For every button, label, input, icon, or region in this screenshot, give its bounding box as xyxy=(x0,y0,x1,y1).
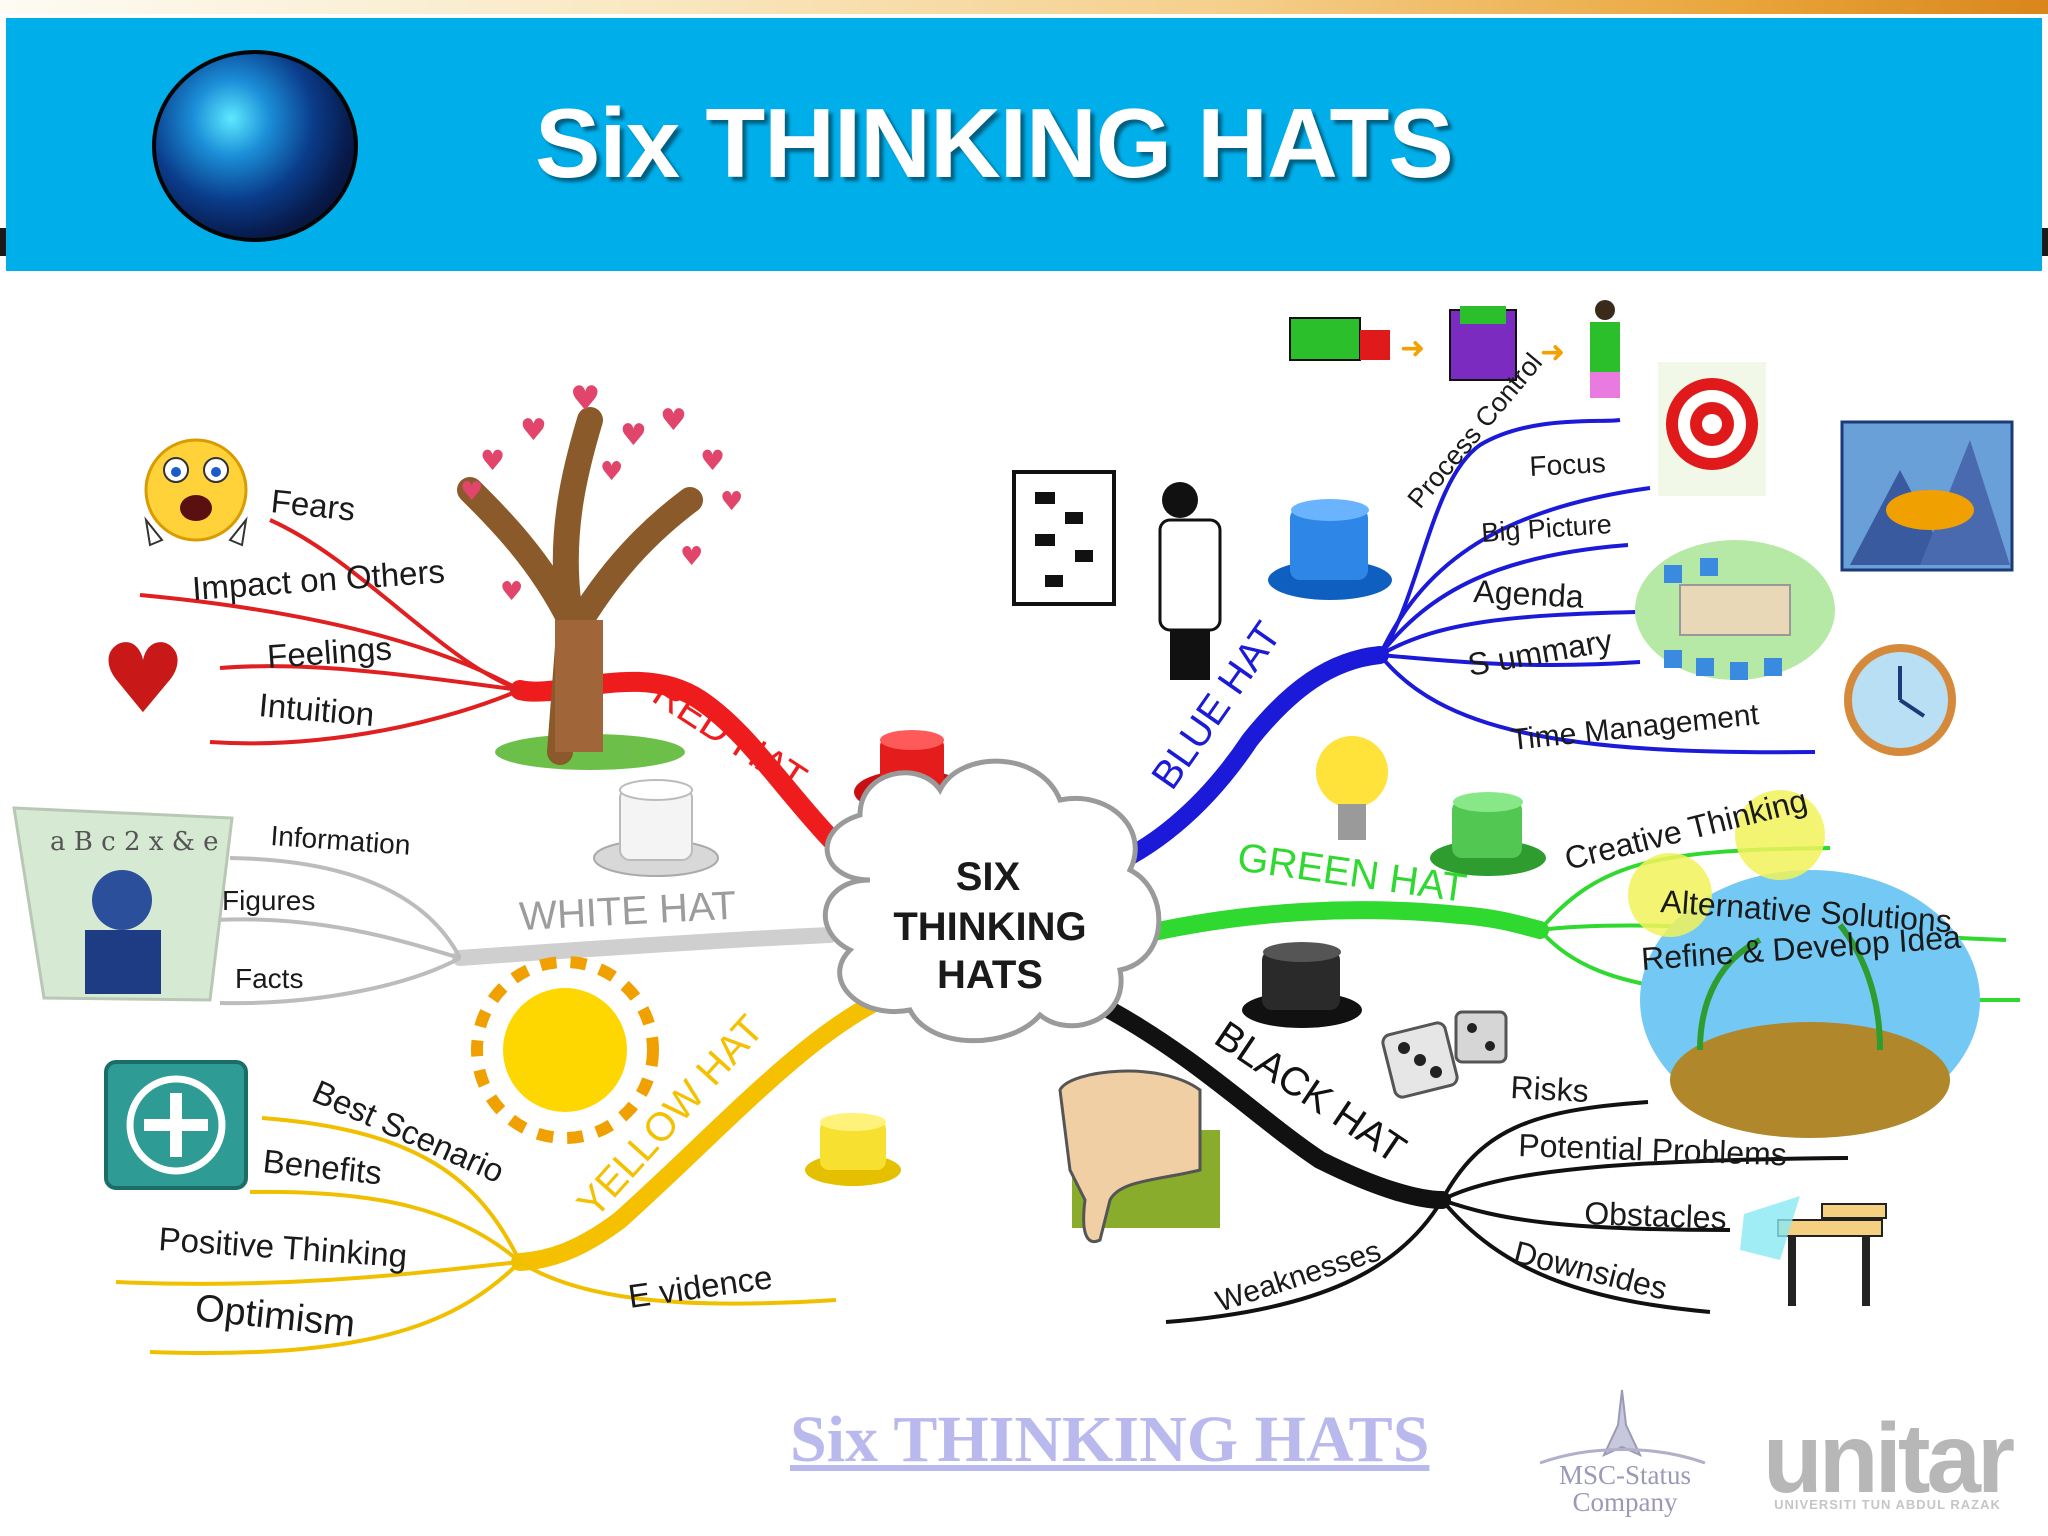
red-item-impact-on-others: Impact on Others xyxy=(191,552,446,607)
white-item-information: Information xyxy=(270,820,412,861)
white-hat-icon xyxy=(593,779,719,877)
svg-text:♥: ♥ xyxy=(700,444,725,477)
svg-text:♥: ♥ xyxy=(100,623,186,735)
white-hat-branch: a B c 2 x & e WHITE HAT Information Figu… xyxy=(12,779,838,1006)
yellow-item-benefits: Benefits xyxy=(261,1142,383,1191)
svg-text:♥: ♥ xyxy=(600,457,623,487)
blue-hat-label: BLUE HAT xyxy=(1143,614,1290,797)
blue-item-focus: Focus xyxy=(1529,447,1607,482)
msc-status-logo xyxy=(1539,1389,1706,1465)
clock-icon xyxy=(1844,644,1956,756)
red-hat-branch: ♥ ♥ ♥ ♥ ♥ ♥ ♥ ♥ ♥ ♥ ♥ ♥ xyxy=(100,379,970,890)
svg-text:♥: ♥ xyxy=(460,477,483,507)
black-hat-icon xyxy=(1242,942,1362,1028)
green-hat-icon xyxy=(1430,792,1546,876)
target-icon xyxy=(1658,362,1766,496)
black-item-obstacles: Obstacles xyxy=(1584,1195,1727,1236)
header-edge-right xyxy=(2042,228,2048,256)
presenter-icon xyxy=(1012,470,1222,680)
sun-icon xyxy=(471,956,659,1144)
hurdles-icon xyxy=(1740,1196,1887,1306)
top-decorative-stripe xyxy=(0,0,2048,14)
globe-icon xyxy=(152,50,358,242)
black-item-potential-problems: Potential Problems xyxy=(1518,1127,1788,1172)
header-edge-left xyxy=(0,228,6,256)
yellow-hat-icon xyxy=(805,1113,901,1186)
svg-text:♥: ♥ xyxy=(520,413,547,448)
svg-text:♥: ♥ xyxy=(680,542,703,572)
center-cloud: SIX THINKING HATS xyxy=(822,758,1162,1044)
hearts-on-tree: ♥ ♥ ♥ ♥ ♥ ♥ ♥ ♥ ♥ ♥ ♥ xyxy=(460,379,743,607)
slide-title: Six THINKING HATS xyxy=(535,88,1454,198)
yellow-item-optimism: Optimism xyxy=(193,1287,357,1346)
blue-hat-icon xyxy=(1268,499,1392,600)
scared-face-icon xyxy=(144,438,248,547)
blue-item-big-picture: Big Picture xyxy=(1480,509,1612,548)
white-item-figures: Figures xyxy=(222,885,315,916)
blue-hat-branch: ➜ ➜ BLUE HAT Pr xyxy=(1012,300,2014,889)
thumbs-down-icon xyxy=(1058,1069,1220,1243)
center-title-line3: HATS xyxy=(937,953,1043,997)
svg-text:♥: ♥ xyxy=(620,418,647,453)
helicopter-view-icon xyxy=(1840,420,2014,572)
thinking-person-icon: a B c 2 x & e xyxy=(12,806,234,1002)
dice-icon xyxy=(1381,1010,1508,1099)
red-item-feelings: Feelings xyxy=(266,629,393,675)
white-hat-label: WHITE HAT xyxy=(518,884,737,939)
black-item-risks: Risks xyxy=(1510,1069,1590,1109)
growing-plant-icon xyxy=(1628,790,1980,1138)
broken-heart-icon: ♥ xyxy=(100,623,186,735)
center-title-line1: SIX xyxy=(956,855,1021,899)
unitar-subtitle: UNIVERSITI TUN ABDUL RAZAK xyxy=(1774,1497,2001,1512)
svg-text:♥: ♥ xyxy=(480,444,505,477)
black-item-downsides: Downsides xyxy=(1510,1234,1671,1307)
yellow-item-evidence: E vidence xyxy=(626,1258,775,1315)
blue-item-agenda: Agenda xyxy=(1473,573,1585,615)
svg-text:➜: ➜ xyxy=(1400,331,1425,366)
red-item-fears: Fears xyxy=(269,482,357,528)
svg-text:a B c 2 x & e: a B c 2 x & e xyxy=(50,827,219,857)
unitar-logo-text: unitar xyxy=(1762,1403,2015,1513)
center-title-line2: THINKING xyxy=(893,905,1086,949)
white-item-facts: Facts xyxy=(235,963,303,994)
svg-text:➜: ➜ xyxy=(1540,335,1565,370)
svg-text:♥: ♥ xyxy=(500,577,523,607)
yellow-hat-branch: YELLOW HAT Best Scenario Benefits Positi… xyxy=(104,956,901,1356)
footer-link-title[interactable]: Six THINKING HATS xyxy=(790,1403,1430,1476)
plus-sign-icon xyxy=(104,1060,248,1190)
meeting-table-icon xyxy=(1635,540,1835,680)
light-bulb-icon xyxy=(1316,736,1388,840)
red-item-intuition: Intuition xyxy=(257,686,375,733)
yellow-item-positive-thinking: Positive Thinking xyxy=(158,1220,409,1274)
workflow-icons: ➜ ➜ xyxy=(1289,300,1620,398)
msc-status-company-text: MSC-Status Company xyxy=(1558,1460,1692,1517)
green-hat-label: GREEN HAT xyxy=(1235,835,1469,911)
tree-icon xyxy=(457,407,703,770)
svg-text:♥: ♥ xyxy=(660,403,687,438)
blue-item-summary: S ummary xyxy=(1465,622,1615,683)
svg-text:♥: ♥ xyxy=(720,487,743,517)
svg-text:♥: ♥ xyxy=(570,379,600,419)
